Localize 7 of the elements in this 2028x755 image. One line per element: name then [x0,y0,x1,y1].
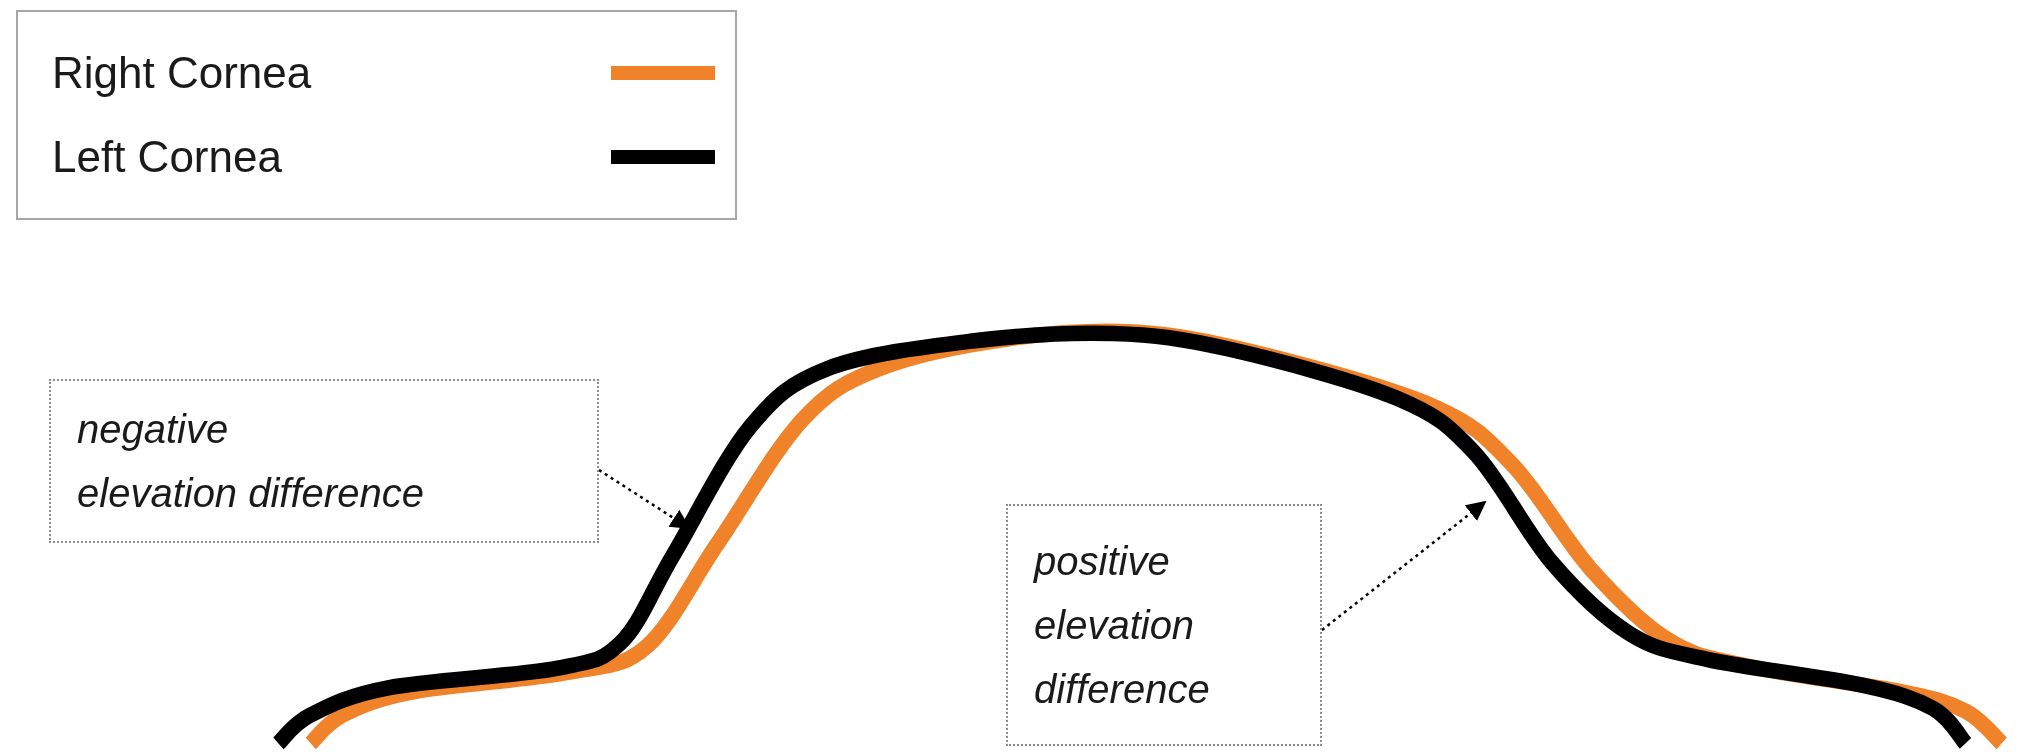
annotation-box [1006,504,1322,746]
annotation-text: positive elevation difference [1034,538,1211,713]
annotation-box [49,379,599,543]
annotation-text: negative elevation difference [77,406,425,517]
legend-label: Right Cornea [52,47,312,99]
legend-label: Left Cornea [52,131,282,183]
leader-line [1321,500,1487,631]
